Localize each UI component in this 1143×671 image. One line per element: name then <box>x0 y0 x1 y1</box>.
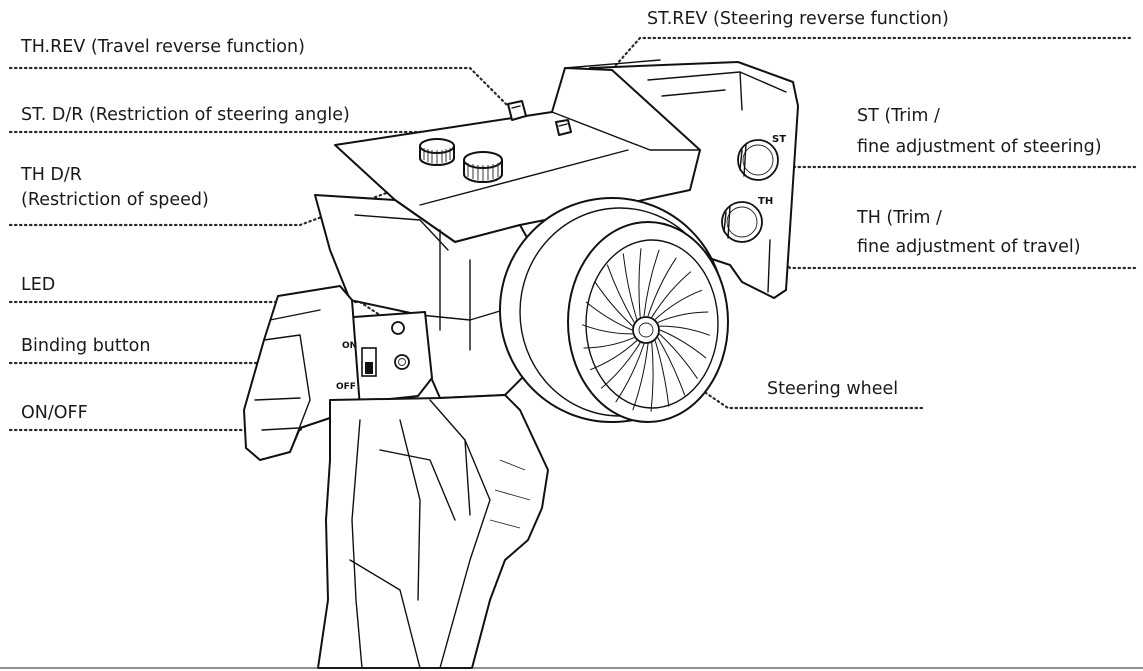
label-st-dr: ST. D/R (Restriction of steering angle) <box>21 105 350 125</box>
switch-off-mark: OFF <box>336 382 356 392</box>
th-rev-switch <box>507 100 527 121</box>
leader-th-rev <box>8 66 514 112</box>
wheel-spoke <box>657 337 686 396</box>
label-steering-wheel: Steering wheel <box>767 379 899 399</box>
wheel-spoke <box>659 329 707 359</box>
wheel-spoke <box>589 340 638 371</box>
wheel-spoke <box>650 342 654 412</box>
wheel-spoke <box>606 264 635 323</box>
binding-button-shape <box>394 354 410 370</box>
wheel-spoke <box>585 301 633 331</box>
st-trim-dial: ST <box>737 134 786 181</box>
wheel-spoke <box>654 340 670 407</box>
label-st-trim-line1: ST (Trim / <box>857 106 940 126</box>
led-indicator <box>391 321 405 335</box>
wheel-spoke <box>647 257 677 317</box>
wheel-spoke <box>594 281 633 327</box>
st-rev-switch <box>555 119 572 136</box>
steering-wheel-shape <box>499 197 729 423</box>
wheel-spoke <box>654 289 703 320</box>
wheel-spoke <box>581 324 633 335</box>
label-st-trim-line2: fine adjustment of steering) <box>857 137 1102 157</box>
label-on-off: ON/OFF <box>21 403 88 423</box>
wheel-spoke <box>583 337 635 349</box>
label-th-rev: TH.REV (Travel reverse function) <box>21 37 305 57</box>
dial-th-mark: TH <box>758 196 773 207</box>
wheel-spoke <box>615 343 645 403</box>
wheel-spoke <box>638 248 642 318</box>
th-trim-dial: TH <box>721 196 773 243</box>
st-dr-knob <box>419 138 455 166</box>
on-off-switch: ON OFF <box>336 341 377 392</box>
label-th-trim-line2: fine adjustment of travel) <box>857 237 1081 257</box>
label-led: LED <box>21 275 56 295</box>
wheel-spoke <box>622 253 638 320</box>
label-th-dr-line2: (Restriction of speed) <box>21 190 209 210</box>
label-th-dr-line1: TH D/R <box>21 165 82 185</box>
wheel-spoke <box>659 325 711 336</box>
wheel-spoke <box>632 343 649 411</box>
wheel-spoke <box>651 271 692 318</box>
label-th-trim-line1: TH (Trim / <box>857 208 942 228</box>
wheel-spoke <box>659 333 698 379</box>
th-dr-knob <box>463 151 503 183</box>
dial-st-mark: ST <box>772 134 786 145</box>
wheel-spoke <box>657 311 709 323</box>
label-binding-button: Binding button <box>21 336 151 356</box>
wheel-spoke <box>600 342 641 389</box>
label-st-rev: ST.REV (Steering reverse function) <box>647 9 949 29</box>
switch-on-mark: ON <box>342 341 357 351</box>
transmitter-body <box>0 59 1143 669</box>
wheel-spoke <box>643 249 660 317</box>
